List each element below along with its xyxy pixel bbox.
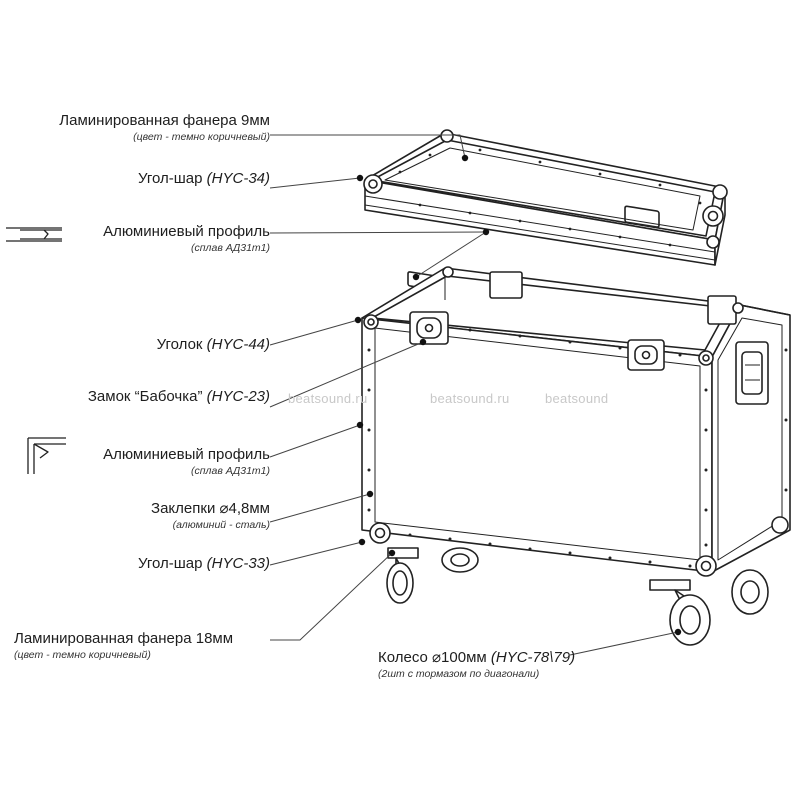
label-main: Алюминиевый профиль	[103, 446, 270, 463]
wheel-front-left	[386, 547, 419, 604]
label-main: Ламинированная фанера 9мм	[59, 112, 270, 129]
back-latch	[489, 271, 523, 299]
label-sub: (цвет - темно коричневый)	[133, 131, 270, 143]
label-corner-44: Уголок (HYC-44)	[157, 336, 270, 353]
label-butterfly-lock: Замок “Бабочка” (HYC-23)	[88, 388, 270, 405]
label-alu-profile-2: Алюминиевый профиль (сплав АД31т1)	[103, 446, 270, 477]
lid	[363, 129, 728, 292]
back-latch	[707, 295, 737, 325]
label-main: Угол-шар	[138, 170, 203, 187]
butterfly-lock-right	[627, 339, 665, 371]
label-code: (HYC-33)	[206, 555, 270, 572]
lid-latch	[624, 205, 660, 228]
label-main: Заклепки ⌀4,8мм	[151, 500, 270, 517]
label-main: Колесо ⌀100мм	[378, 649, 487, 666]
watermark: beatsound.ru	[430, 391, 510, 406]
label-main: Угол-шар	[138, 555, 203, 572]
wheel-back-right	[731, 569, 769, 615]
profile-icon-angle	[27, 437, 66, 474]
leader-lines	[269, 134, 679, 656]
leader-dots	[354, 154, 682, 636]
label-code: (HYC-44)	[206, 336, 270, 353]
label-ball-corner-top: Угол-шар (HYC-34)	[138, 170, 270, 187]
label-sub: (2шт с тормазом по диагонали)	[378, 668, 540, 680]
side-handle	[735, 341, 769, 405]
watermark: beatsound	[545, 391, 609, 406]
label-rivets: Заклепки ⌀4,8мм (алюминий - сталь)	[151, 499, 270, 531]
watermark: beatsound.ru	[288, 391, 368, 406]
label-code: (HYC-34)	[206, 170, 270, 187]
label-wheel: Колесо ⌀100мм (HYC-78\79) (2шт с тормазо…	[378, 648, 575, 680]
label-main: Алюминиевый профиль	[103, 223, 270, 240]
label-plywood-18mm: Ламинированная фанера 18мм (цвет - темно…	[14, 630, 233, 661]
label-sub: (сплав АД31т1)	[191, 242, 270, 254]
label-alu-profile-1: Алюминиевый профиль (сплав АД31т1)	[103, 223, 270, 254]
label-plywood-9mm: Ламинированная фанера 9мм (цвет - темно …	[59, 112, 270, 143]
label-main: Ламинированная фанера 18мм	[14, 630, 234, 647]
label-code: (HYC-23)	[206, 388, 270, 405]
label-sub: (цвет - темно коричневый)	[14, 649, 151, 661]
label-sub: (алюминий - сталь)	[172, 519, 270, 531]
wheel-front-right	[649, 579, 711, 646]
label-main: Замок “Бабочка”	[87, 388, 203, 405]
label-ball-corner-bottom: Угол-шар (HYC-33)	[138, 555, 270, 572]
profile-icon-straight	[6, 227, 62, 242]
wheel-back-left	[441, 547, 479, 573]
case-body	[361, 266, 791, 577]
label-code: (HYC-78\79)	[490, 649, 576, 666]
label-sub: (сплав АД31т1)	[191, 465, 270, 477]
label-main: Уголок	[156, 336, 203, 353]
butterfly-lock-left	[409, 311, 449, 345]
